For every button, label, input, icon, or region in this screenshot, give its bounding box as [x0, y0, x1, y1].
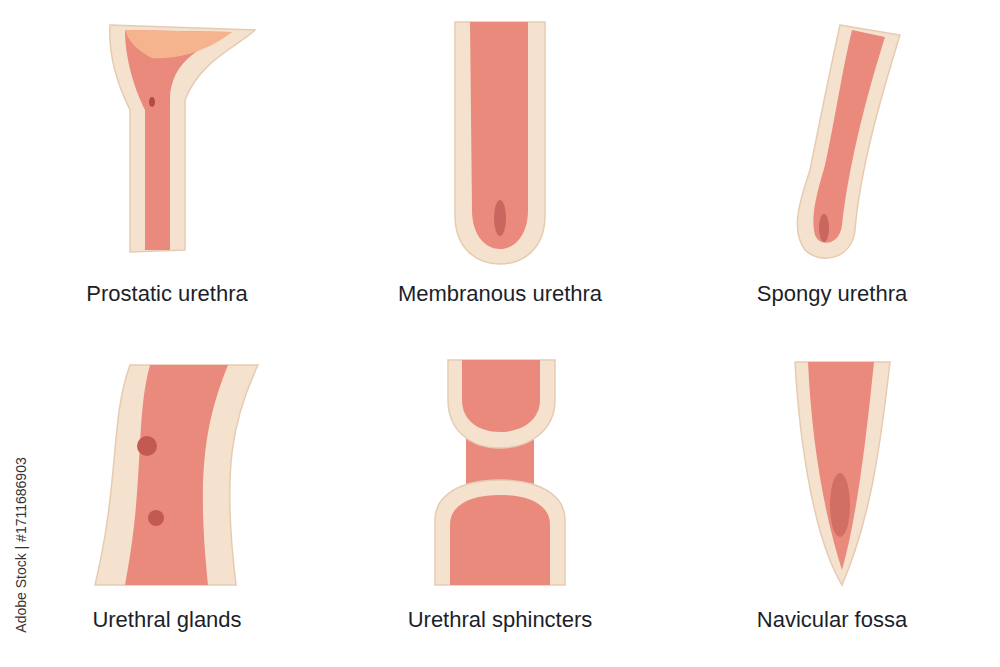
spongy-opening [819, 214, 829, 242]
fossa-dilation [830, 473, 850, 537]
part-label: Prostatic urethra [86, 282, 247, 306]
lower-sphincter [435, 480, 565, 585]
prostatic-urethra-figure [110, 25, 255, 252]
prostatic-lumen [125, 30, 232, 250]
gland-opening [148, 510, 164, 526]
bladder-neck [125, 30, 232, 58]
spongy-urethra-figure [797, 25, 900, 258]
fossa-lumen [808, 362, 874, 570]
part-label: Urethral glands [92, 608, 241, 632]
part-label: Urethral sphincters [408, 608, 593, 632]
gland-opening [137, 436, 157, 456]
glands-lumen [125, 365, 228, 585]
part-label: Membranous urethra [398, 282, 602, 306]
navicular-fossa-figure [795, 362, 890, 585]
upper-sphincter [448, 360, 555, 448]
membranous-lumen [470, 22, 528, 249]
part-label: Navicular fossa [757, 608, 907, 632]
spongy-lumen [813, 30, 885, 243]
upper-sphincter-lumen [462, 360, 540, 432]
watermark: Adobe Stock | #1711686903 [14, 457, 29, 632]
membranous-urethra-figure [455, 22, 545, 264]
membranous-opening [494, 200, 506, 236]
part-label: Spongy urethra [757, 282, 907, 306]
lower-sphincter-lumen [450, 495, 550, 585]
urethral-glands-figure [95, 365, 258, 585]
prostatic-opening [149, 97, 155, 107]
